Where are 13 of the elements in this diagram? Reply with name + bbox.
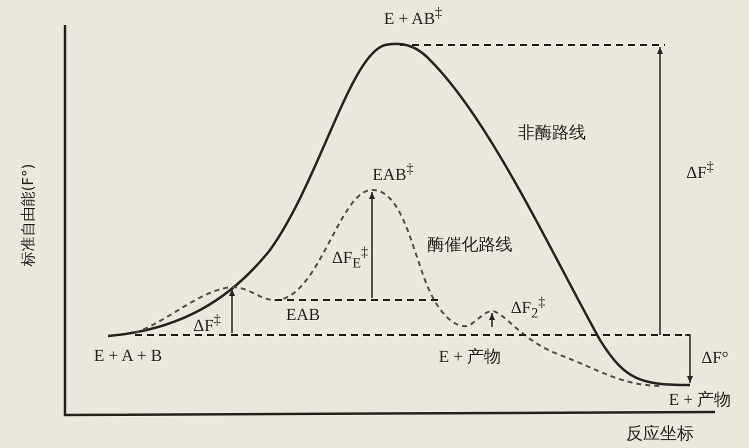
state-label: EAB$^{‡}$ (372, 160, 414, 185)
axis-label: 反应坐标 (626, 424, 694, 444)
state-label: E + 产物 (668, 390, 732, 410)
path-label: 非酶路线 (518, 123, 586, 143)
state-label: E + A + B (94, 346, 162, 366)
energy-label: ΔF$^{‡}$ (193, 311, 221, 336)
axis-label: 标准自由能(F°) (18, 164, 38, 266)
energy-label: ΔF$^{‡}$ (686, 158, 714, 183)
state-label: E + 产物 (438, 347, 502, 367)
state-label: E + AB$^{‡}$ (384, 4, 442, 29)
state-label: EAB (286, 305, 320, 325)
energy-label: ΔF° (701, 348, 729, 368)
path-label: 酶催化路线 (428, 235, 512, 255)
